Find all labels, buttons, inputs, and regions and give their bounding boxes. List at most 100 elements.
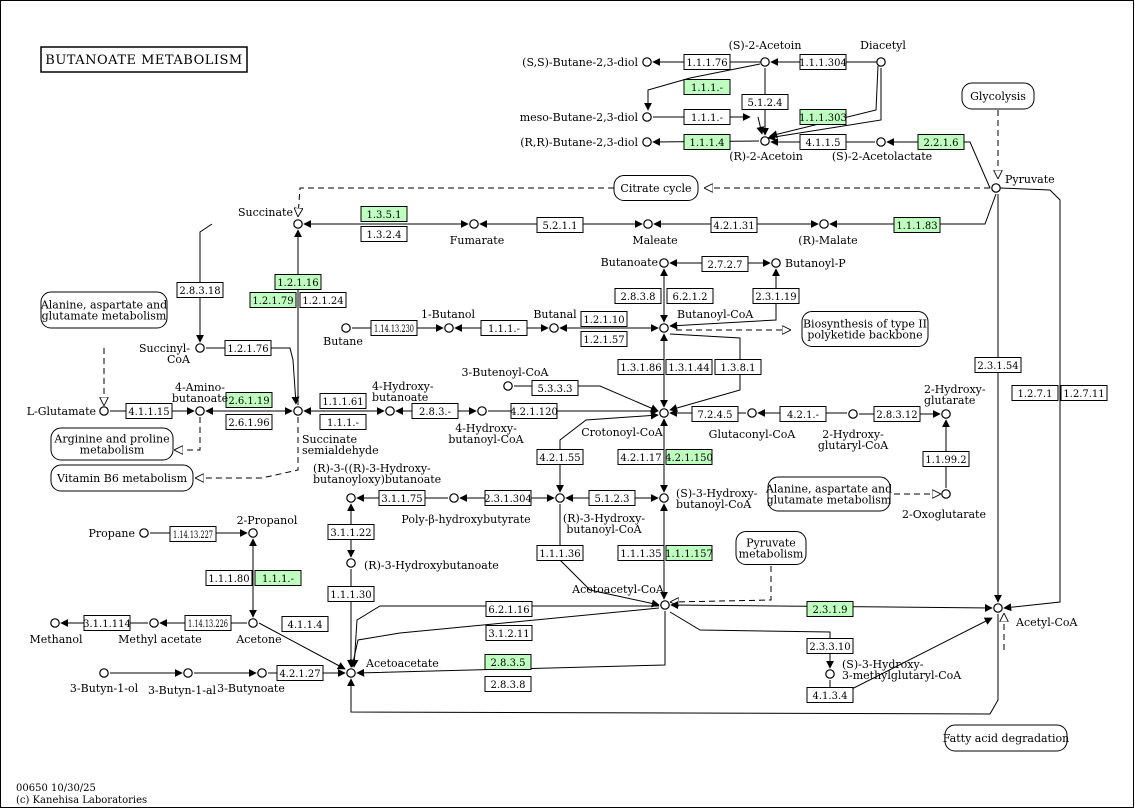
- enzyme-box-2-3-1-54[interactable]: 2.3.1.54: [974, 357, 1022, 373]
- compound-node-butanoate[interactable]: [659, 258, 669, 268]
- compound-node-glutaconyl-coa[interactable]: [747, 408, 757, 418]
- enzyme-box-1-1-1-35[interactable]: 1.1.1.35: [617, 545, 665, 561]
- enzyme-box-4-2-1-17[interactable]: 4.2.1.17: [617, 449, 665, 465]
- compound-node-r-r-butane-2-3-diol[interactable]: [642, 137, 652, 147]
- enzyme-box-1-1-1-303[interactable]: 1.1.1.303: [799, 109, 847, 125]
- compound-node-fumarate[interactable]: [469, 219, 479, 229]
- compound-node-4-amino-butanoate[interactable]: [195, 406, 205, 416]
- enzyme-box-1-1-1-4[interactable]: 1.1.1.4: [683, 134, 731, 150]
- enzyme-box-2-3-3-10[interactable]: 2.3.3.10: [806, 638, 854, 654]
- compound-node-acetyl-coa[interactable]: [993, 603, 1003, 613]
- compound-node-s-3-hydroxy-3-methylglutaryl-coa[interactable]: [825, 669, 835, 679]
- compound-node-r-malate[interactable]: [819, 219, 829, 229]
- compound-node-acetoacetyl-coa[interactable]: [660, 600, 670, 610]
- enzyme-box-1-2-7-1[interactable]: 1.2.7.1: [1011, 385, 1059, 401]
- enzyme-box-6-2-1-16[interactable]: 6.2.1.16: [485, 601, 533, 617]
- compound-node-crotonoyl-coa[interactable]: [659, 408, 669, 418]
- enzyme-box-1-1-1[interactable]: 1.1.1.-: [319, 414, 367, 430]
- compound-node-2-hydroxy-glutarate[interactable]: [941, 409, 951, 419]
- enzyme-box-3-1-1-114[interactable]: 3.1.1.114: [83, 615, 131, 631]
- enzyme-box-1-2-1-10[interactable]: 1.2.1.10: [580, 311, 628, 327]
- enzyme-box-2-3-1-19[interactable]: 2.3.1.19: [752, 288, 800, 304]
- enzyme-box-4-2-1[interactable]: 4.2.1.-: [779, 406, 827, 422]
- compound-node-s-2-acetolactate[interactable]: [876, 137, 886, 147]
- enzyme-box-4-2-1-31[interactable]: 4.2.1.31: [710, 217, 758, 233]
- enzyme-box-1-3-2-4[interactable]: 1.3.2.4: [360, 226, 408, 242]
- enzyme-box-1-1-1-61[interactable]: 1.1.1.61: [319, 393, 367, 409]
- compound-node-r-3-hydroxybutanoate[interactable]: [346, 558, 356, 568]
- enzyme-box-2-6-1-96[interactable]: 2.6.1.96: [225, 414, 273, 430]
- compound-node-methanol[interactable]: [50, 618, 60, 628]
- enzyme-box-1-1-1-304[interactable]: 1.1.1.304: [799, 54, 847, 70]
- enzyme-box-1-3-8-1[interactable]: 1.3.8.1: [714, 359, 762, 375]
- enzyme-box-1-1-99-2[interactable]: 1.1.99.2: [922, 451, 970, 467]
- compound-node-succinate[interactable]: [293, 219, 303, 229]
- compound-node-3-butyn-1-ol[interactable]: [99, 668, 109, 678]
- enzyme-box-2-2-1-6[interactable]: 2.2.1.6: [917, 134, 965, 150]
- compound-node-l-glutamate[interactable]: [99, 406, 109, 416]
- compound-node-s-s-butane-2-3-diol[interactable]: [642, 57, 652, 67]
- enzyme-box-6-2-1-2[interactable]: 6.2.1.2: [666, 288, 714, 304]
- compound-node-s-2-acetoin[interactable]: [760, 57, 770, 67]
- enzyme-box-3-1-1-22[interactable]: 3.1.1.22: [327, 524, 375, 540]
- enzyme-box-1-1-1[interactable]: 1.1.1.-: [254, 570, 302, 586]
- enzyme-box-4-2-1-120[interactable]: 4.2.1.120: [510, 403, 558, 419]
- enzyme-box-1-14-13-227[interactable]: 1.14.13.227: [169, 526, 217, 542]
- compound-node-2-hydroxy-glutaryl-coa[interactable]: [848, 409, 858, 419]
- enzyme-box-5-2-1-1[interactable]: 5.2.1.1: [536, 217, 584, 233]
- enzyme-box-1-1-1-36[interactable]: 1.1.1.36: [536, 545, 584, 561]
- enzyme-box-1-2-1-79[interactable]: 1.2.1.79: [249, 292, 297, 308]
- enzyme-box-1-3-5-1[interactable]: 1.3.5.1: [360, 206, 408, 222]
- enzyme-box-1-2-1-16[interactable]: 1.2.1.16: [274, 274, 322, 290]
- enzyme-box-5-1-2-3[interactable]: 5.1.2.3: [588, 490, 636, 506]
- enzyme-box-1-2-1-57[interactable]: 1.2.1.57: [580, 331, 628, 347]
- enzyme-box-2-3-1-304[interactable]: 2.3.1.304: [484, 490, 532, 506]
- compound-node-propane[interactable]: [139, 528, 149, 538]
- enzyme-box-7-2-4-5[interactable]: 7.2.4.5: [691, 406, 739, 422]
- compound-node-3-butyn-1-al[interactable]: [183, 668, 193, 678]
- map-link-vitamin-b6-metabolism[interactable]: Vitamin B6 metabolism: [50, 464, 194, 492]
- compound-node-succinate-semialdehyde[interactable]: [293, 406, 303, 416]
- compound-node-poly-hydroxybutyrate[interactable]: [449, 493, 459, 503]
- enzyme-box-1-2-1-24[interactable]: 1.2.1.24: [299, 292, 347, 308]
- enzyme-box-1-2-1-76[interactable]: 1.2.1.76: [224, 340, 272, 356]
- compound-node-butanoyl-coa[interactable]: [659, 323, 669, 333]
- enzyme-box-1-3-1-86[interactable]: 1.3.1.86: [617, 359, 665, 375]
- enzyme-box-4-2-1-27[interactable]: 4.2.1.27: [276, 665, 324, 681]
- compound-node-3-butynoate[interactable]: [257, 668, 267, 678]
- compound-node-s-3-hydroxy-butanoyl-coa[interactable]: [659, 493, 669, 503]
- map-link-glycolysis[interactable]: Glycolysis: [961, 82, 1035, 110]
- map-link-fatty-acid-degradation[interactable]: Fatty acid degradation: [943, 724, 1069, 752]
- compound-node-2-propanol[interactable]: [248, 528, 258, 538]
- compound-node-succinyl-coa[interactable]: [195, 343, 205, 353]
- enzyme-box-4-1-1-15[interactable]: 4.1.1.15: [125, 403, 173, 419]
- enzyme-box-1-14-13-226[interactable]: 1.14.13.226: [184, 615, 232, 631]
- compound-node-pyruvate[interactable]: [991, 183, 1001, 193]
- enzyme-box-3-1-2-11[interactable]: 3.1.2.11: [485, 625, 533, 641]
- map-link-citrate-cycle[interactable]: Citrate cycle: [613, 175, 699, 201]
- enzyme-box-4-1-1-5[interactable]: 4.1.1.5: [799, 134, 847, 150]
- enzyme-box-2-8-3-8[interactable]: 2.8.3.8: [484, 676, 532, 692]
- compound-node-1-butanol[interactable]: [444, 323, 454, 333]
- compound-node-3-butenoyl-coa[interactable]: [503, 381, 513, 391]
- enzyme-box-1-1-1-80[interactable]: 1.1.1.80: [205, 570, 253, 586]
- compound-node-diacetyl[interactable]: [876, 57, 886, 67]
- compound-node-2-oxoglutarate[interactable]: [941, 489, 951, 499]
- compound-node-butanal[interactable]: [549, 323, 559, 333]
- enzyme-box-1-14-13-230[interactable]: 1.14.13.230: [370, 320, 418, 336]
- compound-node-butane[interactable]: [341, 323, 351, 333]
- enzyme-box-1-1-1[interactable]: 1.1.1.-: [480, 320, 528, 336]
- enzyme-box-2-8-3-12[interactable]: 2.8.3.12: [873, 406, 921, 422]
- enzyme-box-2-6-1-19[interactable]: 2.6.1.19: [225, 392, 273, 408]
- enzyme-box-1-1-1[interactable]: 1.1.1.-: [683, 79, 731, 95]
- enzyme-box-4-1-1-4[interactable]: 4.1.1.4: [281, 616, 329, 632]
- enzyme-box-1-3-1-44[interactable]: 1.3.1.44: [665, 359, 713, 375]
- compound-node-4-hydroxy-butanoate[interactable]: [385, 406, 395, 416]
- enzyme-box-1-2-7-11[interactable]: 1.2.7.11: [1060, 385, 1108, 401]
- enzyme-box-2-8-3-18[interactable]: 2.8.3.18: [176, 282, 224, 298]
